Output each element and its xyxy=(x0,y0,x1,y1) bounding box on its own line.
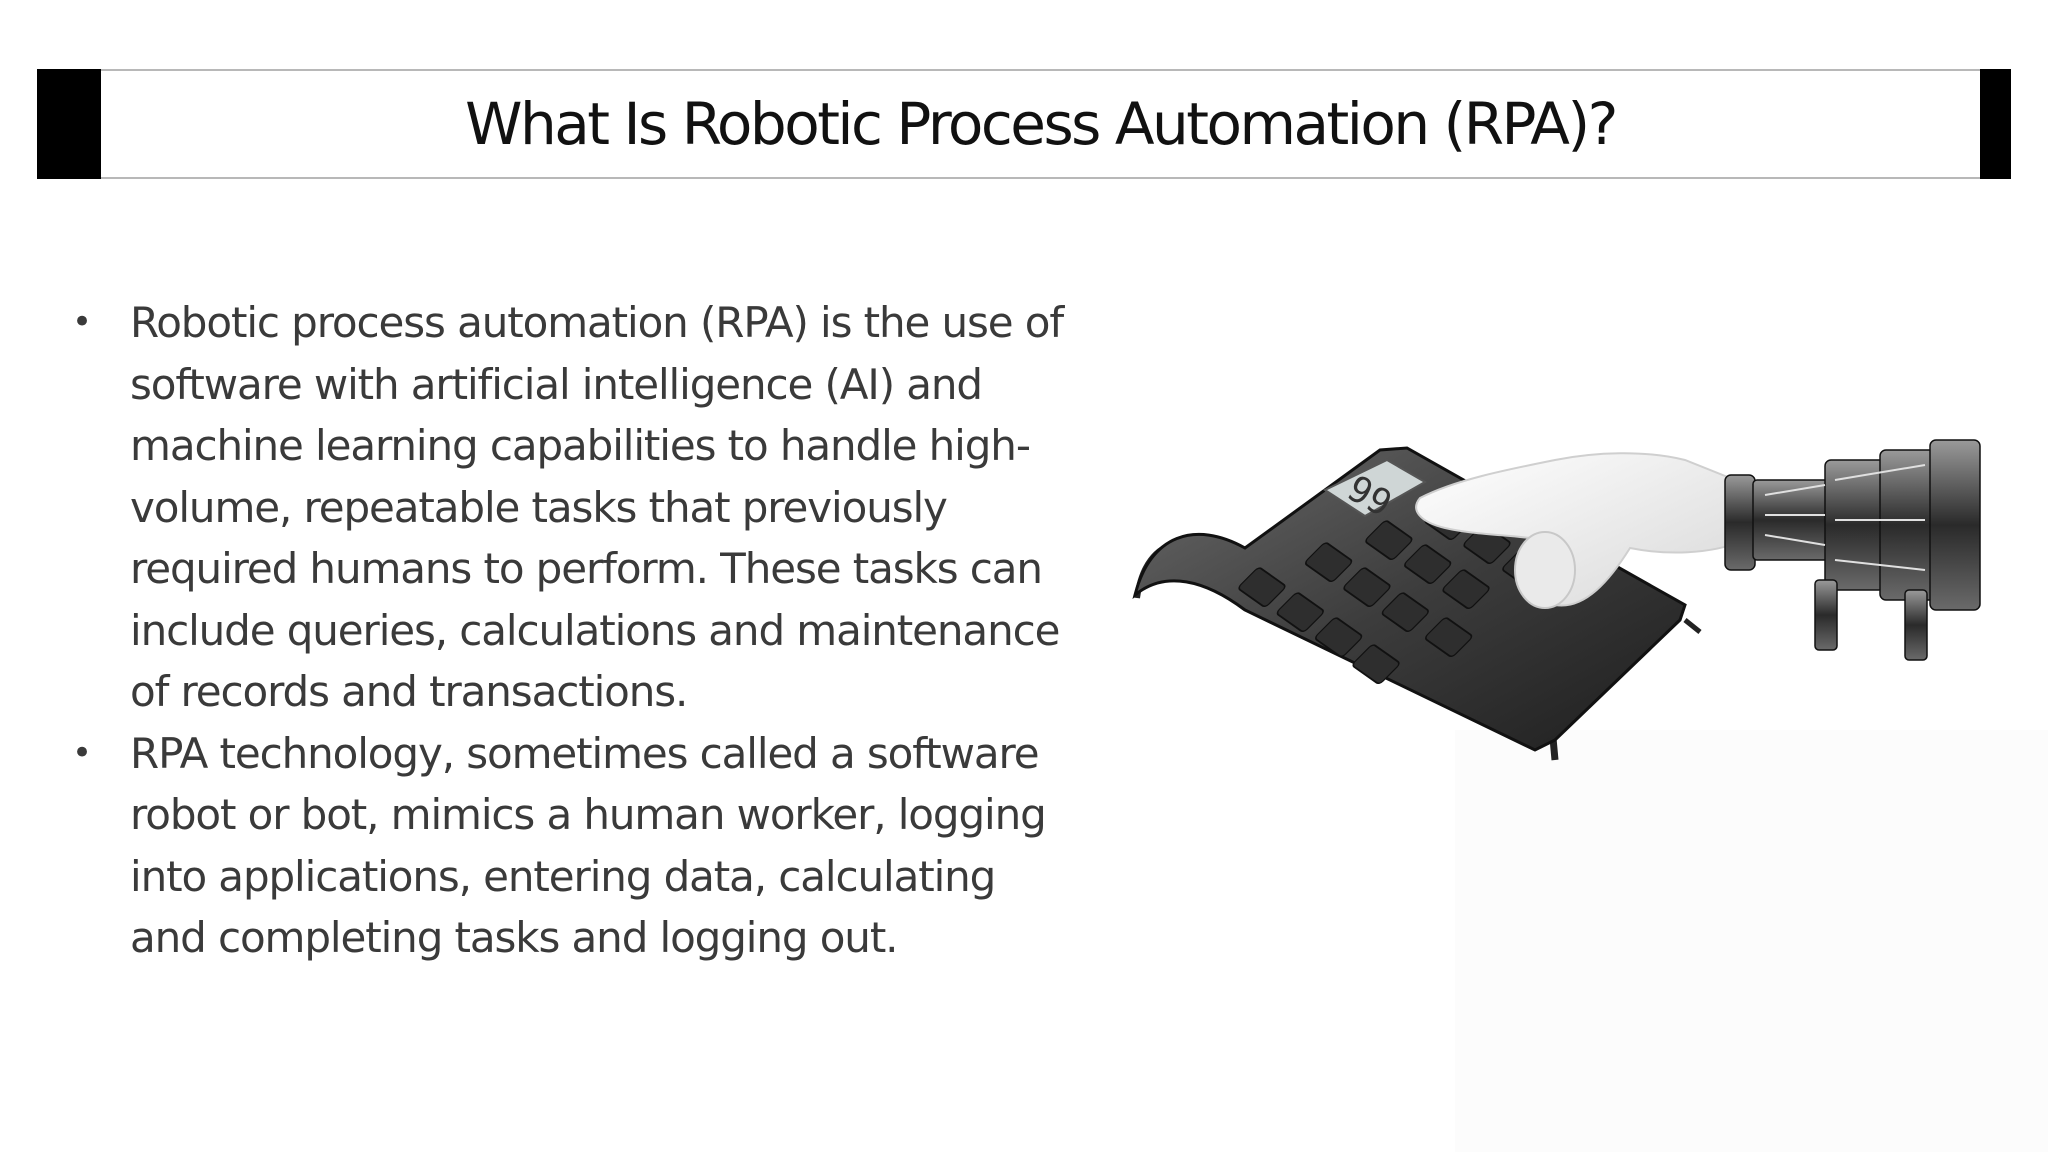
title-banner xyxy=(37,69,2011,179)
bullet-marker: • xyxy=(72,732,92,773)
bullet-list: • Robotic process automation (RPA) is th… xyxy=(60,292,1130,969)
bullet-line: required humans to perform. These tasks … xyxy=(130,544,1043,593)
bullet-line: include queries, calculations and mainte… xyxy=(130,605,1060,655)
robot-hand-calculator-icon: 99 xyxy=(1132,439,1981,761)
bullet-line: into applications, entering data, calcul… xyxy=(130,851,996,901)
title-cap-right xyxy=(1980,69,2011,179)
title-cap-left xyxy=(37,69,101,179)
bullet-marker: • xyxy=(72,302,92,342)
bullet-line: RPA technology, sometimes called a softw… xyxy=(130,728,1040,778)
bullet-line: of records and transactions. xyxy=(130,667,688,716)
slide-title-text: What Is Robotic Process Automation (RPA)… xyxy=(465,90,1618,158)
bullet-line: and completing tasks and logging out. xyxy=(130,913,899,962)
bullet-item-rpa-definition: • Robotic process automation (RPA) is th… xyxy=(60,292,1130,723)
bullet-line: software with artificial intelligence (A… xyxy=(130,359,983,409)
bullet-line: Robotic process automation (RPA) is the … xyxy=(130,298,1064,347)
bullet-item-rpa-technology: • RPA technology, sometimes called a sof… xyxy=(60,723,1130,969)
bullet-line: machine learning capabilities to handle … xyxy=(130,421,1031,470)
illustration-backdrop xyxy=(1455,730,2048,1152)
bullet-line: volume, repeatable tasks that previously xyxy=(130,482,948,532)
bullet-line: robot or bot, mimics a human worker, log… xyxy=(130,790,1047,839)
slide-title: What Is Robotic Process Automation (RPA)… xyxy=(101,69,1980,179)
